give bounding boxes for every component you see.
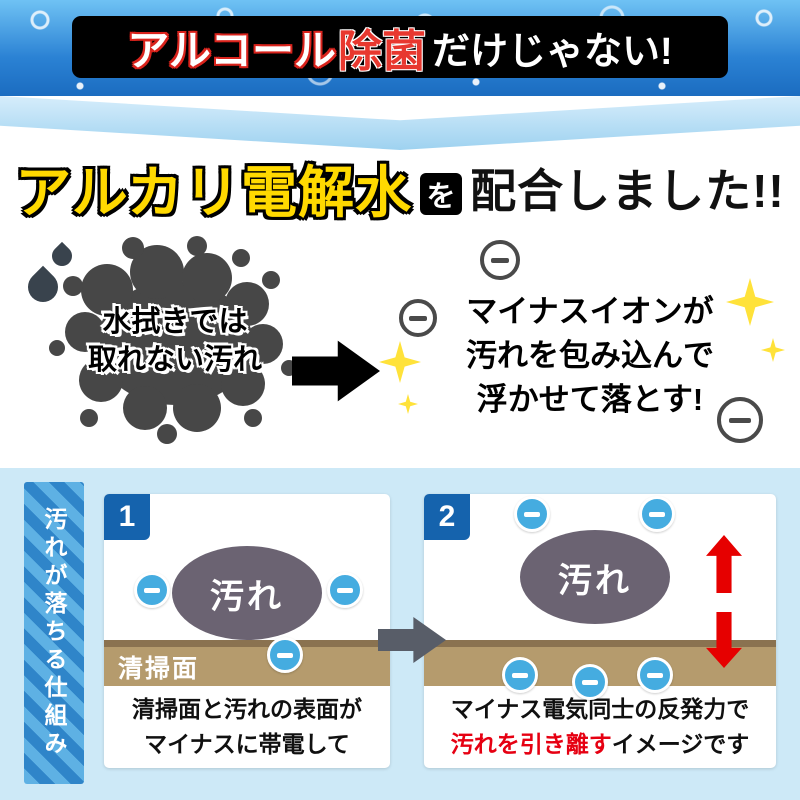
mechanism-section: 汚れが落ちる仕組み 1 汚れ 清掃面 清掃面と汚れの表面が マイナスに帯電して …	[0, 468, 800, 800]
dirt-splat-group: 水拭きでは 取れない汚れ	[30, 228, 320, 458]
dirt-label: 汚れ	[558, 561, 632, 600]
dirt-blob: 汚れ	[520, 530, 670, 624]
headline: アルカリ電解水 を 配合しました!!	[0, 152, 800, 224]
sparkle-icon	[398, 394, 418, 414]
cleaning-surface: 清掃面	[104, 640, 390, 686]
title-rest-text: だけじゃない!	[432, 30, 673, 73]
step2-caption-highlight: 汚れを引き離す	[450, 730, 612, 757]
problem-label: 水拭きでは 取れない汚れ	[30, 304, 320, 379]
step1-number-badge: 1	[104, 494, 150, 540]
step2-caption-rest: イメージです	[611, 730, 750, 757]
dirt-blob: 汚れ	[172, 546, 322, 640]
headline-highlight: アルカリ電解水	[15, 160, 413, 224]
minus-charge-icon	[327, 572, 363, 608]
problem-line1: 水拭きでは	[102, 306, 248, 338]
minus-charge-icon	[639, 496, 675, 532]
step1-caption: 清掃面と汚れの表面が マイナスに帯電して	[104, 692, 390, 761]
minus-charge-icon	[134, 572, 170, 608]
minus-ion-icon	[717, 397, 763, 443]
minus-charge-icon	[502, 657, 538, 693]
dirt-splat-icon	[49, 236, 297, 444]
headline-suffix: 配合しました!!	[470, 165, 785, 217]
solution-line1: マイナスイオンが	[466, 294, 714, 329]
minus-charge-icon	[572, 664, 608, 700]
minus-charge-icon	[514, 496, 550, 532]
ribbon-title: 汚れが落ちる仕組み	[41, 507, 67, 759]
bubble-background-banner: アルコール 除菌 だけじゃない!	[0, 0, 800, 96]
minus-charge-icon	[637, 657, 673, 693]
repel-up-arrow-icon	[706, 535, 742, 593]
surface-label: 清掃面	[118, 654, 200, 683]
step1-panel: 1 汚れ 清掃面 清掃面と汚れの表面が マイナスに帯電して	[104, 494, 390, 768]
dirt-label: 汚れ	[210, 577, 284, 616]
chevron-down-divider	[0, 96, 800, 150]
title-disinfect-text: 除菌	[338, 27, 427, 76]
step2-caption: マイナス電気同士の反発力で 汚れを引き離すイメージです	[424, 692, 776, 761]
minus-ion-icon	[399, 299, 437, 337]
minus-ion-icon	[480, 240, 520, 280]
problem-line2: 取れない汚れ	[87, 343, 262, 376]
sparkle-icon	[761, 338, 785, 362]
step2-caption-line1: マイナス電気同士の反発力で	[450, 696, 750, 722]
step1-caption-line2: マイナスに帯電して	[144, 730, 350, 757]
title-alcohol-text: アルコール	[127, 26, 337, 74]
step2-number-badge: 2	[424, 494, 470, 540]
step1-caption-line1: 清掃面と汚れの表面が	[132, 696, 362, 722]
step2-caption-line2: 汚れを引き離すイメージです	[424, 727, 776, 762]
top-title-box: アルコール 除菌 だけじゃない!	[72, 16, 728, 78]
solution-line2: 汚れを包み込んで	[466, 338, 714, 374]
solution-line3: 浮かせて落とす!	[476, 382, 704, 418]
mechanism-ribbon: 汚れが落ちる仕組み	[24, 482, 84, 784]
step2-panel: 2 汚れ マイナス電気同士の反発力で 汚れを引き離すイメージです	[424, 494, 776, 768]
minus-charge-icon	[267, 637, 303, 673]
headline-particle-box: を	[420, 173, 463, 215]
sparkle-icon	[379, 341, 421, 383]
solution-text: マイナスイオンが 汚れを包み込んで 浮かせて落とす!	[425, 290, 755, 422]
